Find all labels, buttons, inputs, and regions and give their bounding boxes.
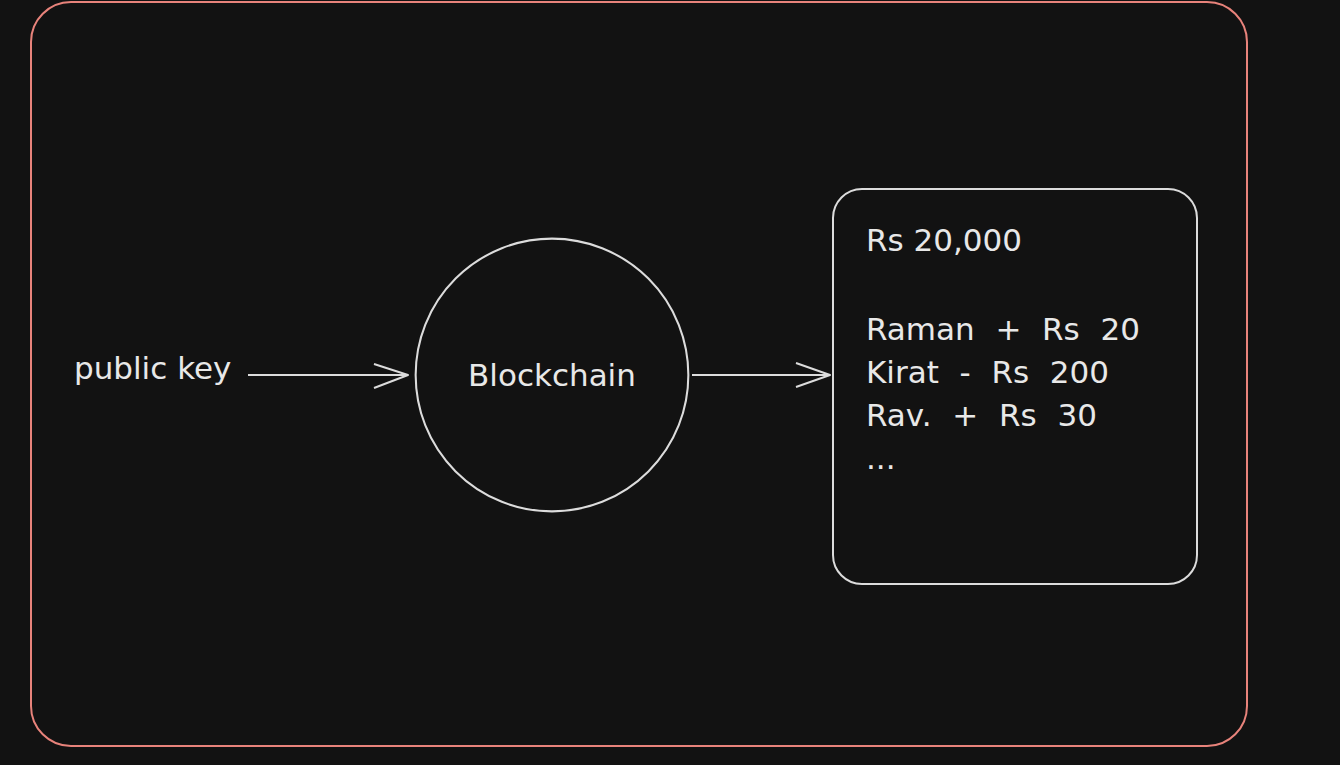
flow-arrow xyxy=(692,363,830,387)
ledger-box: Rs 20,000Raman + Rs 20Kirat - Rs 200Rav.… xyxy=(832,188,1198,585)
input-arrow-head xyxy=(374,364,408,388)
outer-frame xyxy=(31,2,1247,746)
ledger-row: Kirat - Rs 200 xyxy=(866,351,1166,394)
ledger-row: Raman + Rs 20 xyxy=(866,308,1166,351)
input-label: public key xyxy=(74,350,231,386)
node-title: Blockchain xyxy=(468,357,636,393)
node-title: Rs 20,000 xyxy=(866,218,1166,262)
ledger-row: Rav. + Rs 30 xyxy=(866,394,1166,437)
ledger-row: ... xyxy=(866,437,1166,480)
process-circle: Blockchain xyxy=(414,237,690,513)
input-arrow xyxy=(248,374,406,376)
